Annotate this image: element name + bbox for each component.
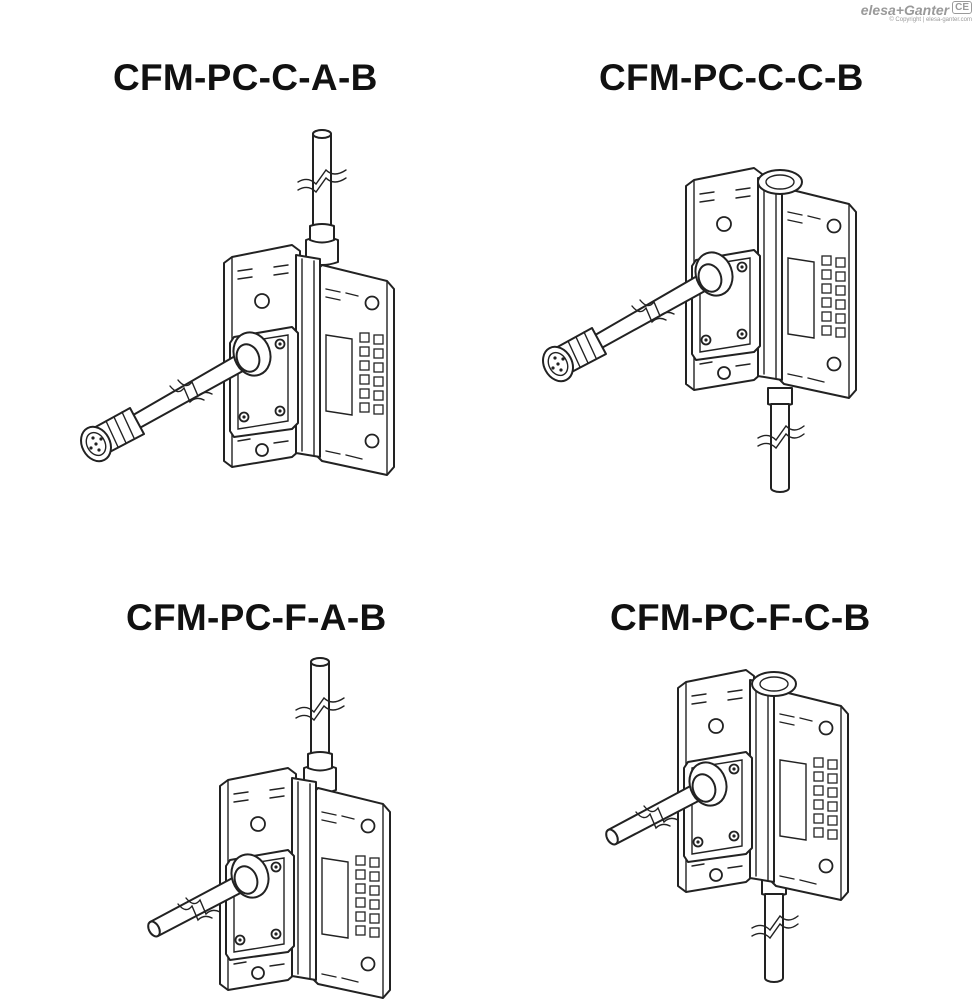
figure-title-1: CFM-PC-C-A-B [113, 57, 378, 98]
hinge-drawing-4 [602, 669, 849, 983]
figure-title-4: CFM-PC-F-C-B [610, 597, 871, 638]
hinge-drawing-1 [74, 129, 395, 476]
hinge-drawing-3 [144, 657, 391, 999]
brand-name: elesa+Ganter [860, 2, 950, 18]
figure-title-3: CFM-PC-F-A-B [126, 597, 387, 638]
ce-mark: CE [952, 1, 972, 14]
hinge-drawing-2 [536, 167, 857, 493]
figure-title-2: CFM-PC-C-C-B [599, 57, 864, 98]
copyright-text: © Copyright | elesa-ganter.com [889, 17, 972, 23]
